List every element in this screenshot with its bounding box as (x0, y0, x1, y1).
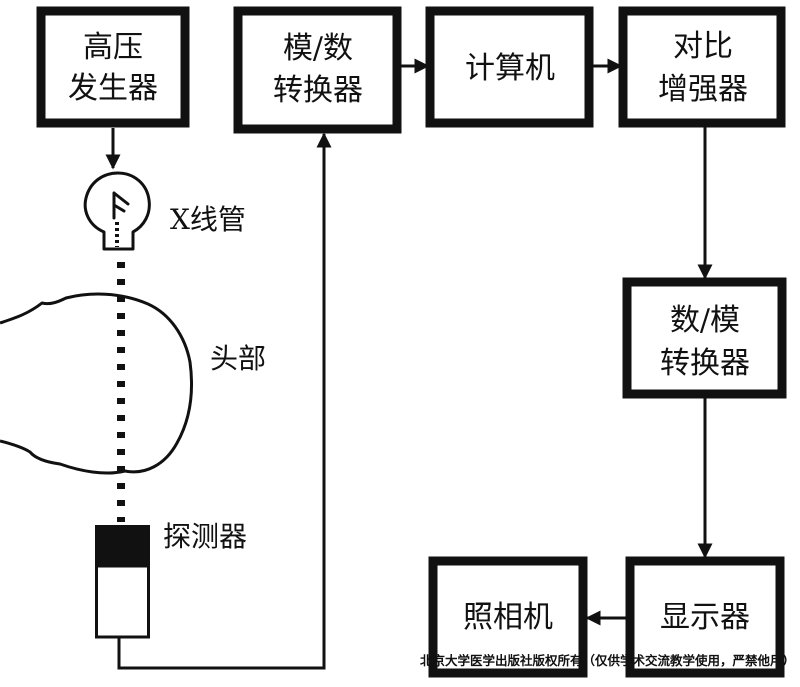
hv-generator-box: 高压 发生器 (36, 6, 190, 128)
contrast-enhancer-label-line1: 对比 (673, 29, 733, 64)
computer-label: 计算机 (465, 51, 555, 86)
ad-converter-label-line1: 模/数 (283, 31, 353, 66)
camera-box: 照相机 (428, 556, 588, 678)
copyright-watermark: 北京大学医学出版社版权所有（仅供学术交流教学使用，严禁他用） (420, 653, 795, 668)
display-box: 显示器 (625, 556, 785, 678)
xray-tube-icon (83, 171, 151, 251)
hv-generator-label-line1: 高压 (83, 30, 143, 65)
da-converter-box: 数/模 转换器 (622, 277, 787, 399)
detector-icon (95, 525, 150, 639)
head-outline (0, 292, 193, 475)
detector-label: 探测器 (163, 520, 247, 553)
ad-converter-label-line2: 转换器 (273, 73, 363, 108)
da-converter-label-line2: 转换器 (660, 346, 750, 381)
arrow-detector-to-ad (117, 132, 332, 670)
contrast-enhancer-label-line2: 增强器 (658, 72, 748, 107)
da-converter-label-line1: 数/模 (670, 303, 740, 338)
head-label: 头部 (210, 342, 266, 375)
contrast-enhancer-box: 对比 增强器 (618, 6, 786, 128)
display-label: 显示器 (660, 600, 750, 635)
camera-label: 照相机 (463, 600, 553, 635)
xray-tube-label: X线管 (170, 203, 246, 236)
computer-box: 计算机 (425, 6, 594, 128)
hv-generator-label-line2: 发生器 (68, 71, 158, 106)
ad-converter-box: 模/数 转换器 (233, 6, 402, 134)
